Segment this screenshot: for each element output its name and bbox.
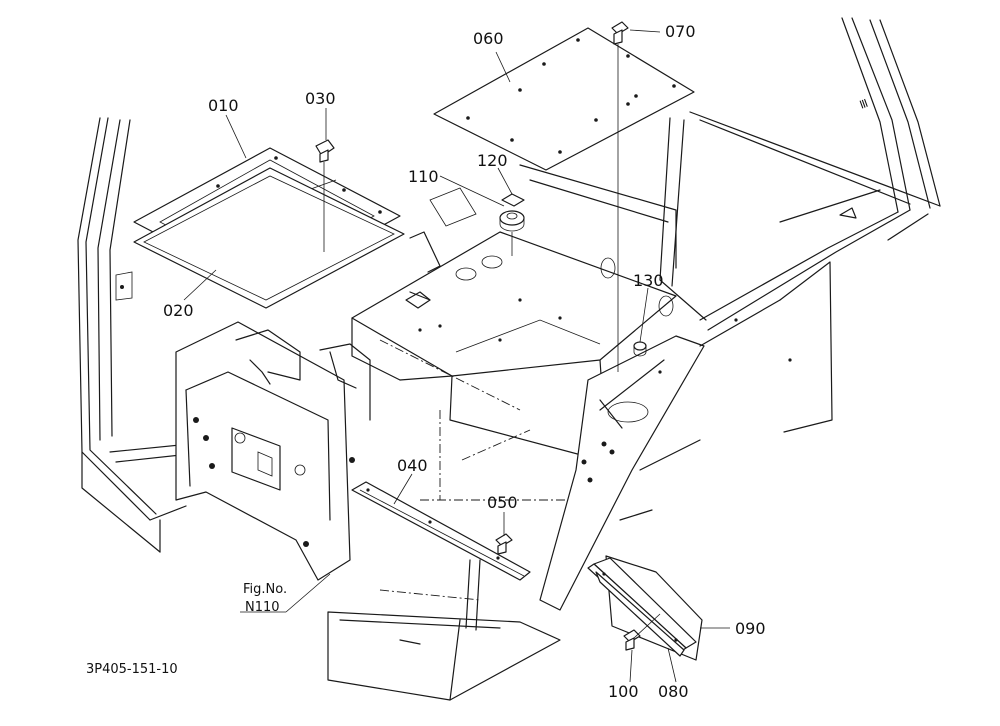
- label-part-120: 120: [477, 151, 508, 170]
- part-070-bolt: [611, 21, 629, 372]
- label-part-050: 050: [487, 493, 518, 512]
- part-080-inspection-cover: [587, 557, 697, 657]
- label-part-060: 060: [473, 29, 504, 48]
- label-part-010: 010: [208, 96, 239, 115]
- part-100-bolt: [623, 613, 661, 651]
- part-040-cover-strip: [351, 481, 531, 581]
- front-mount-bracket: [175, 231, 441, 581]
- part-120-spacer: [501, 193, 525, 256]
- svg-text:≡: ≡: [854, 96, 872, 111]
- label-part-030: 030: [305, 89, 336, 108]
- part-030-bolt: [315, 139, 335, 252]
- part-020-gasket: [133, 167, 405, 309]
- label-part-110: 110: [408, 167, 439, 186]
- label-part-130: 130: [633, 271, 664, 290]
- part-060-top-plate: [433, 27, 695, 171]
- part-130-plug: [633, 341, 647, 357]
- center-frame-box: [351, 164, 677, 501]
- part-110-grommet: [499, 210, 525, 232]
- figure-ref-line1: Fig.No.: [243, 582, 287, 597]
- left-cab-frame: [77, 117, 211, 553]
- callout-labels: 010 020 030 040 050 060 070 080 090 100 …: [163, 22, 766, 701]
- label-part-020: 020: [163, 301, 194, 320]
- drawing-number: 3P405-151-10: [86, 662, 178, 677]
- label-part-040: 040: [397, 456, 428, 475]
- part-050-bolt: [495, 533, 513, 555]
- lower-step-skirt: [327, 559, 561, 701]
- label-part-100: 100: [608, 682, 639, 701]
- right-cab-frame: ≡: [659, 17, 941, 433]
- figure-ref-line2: N110: [245, 600, 280, 615]
- figure-reference: Fig.No. N110: [243, 582, 287, 615]
- right-front-pillar: [539, 299, 792, 611]
- leader-lines: [183, 29, 730, 683]
- label-part-080: 080: [658, 682, 689, 701]
- label-part-090: 090: [735, 619, 766, 638]
- label-part-070: 070: [665, 22, 696, 41]
